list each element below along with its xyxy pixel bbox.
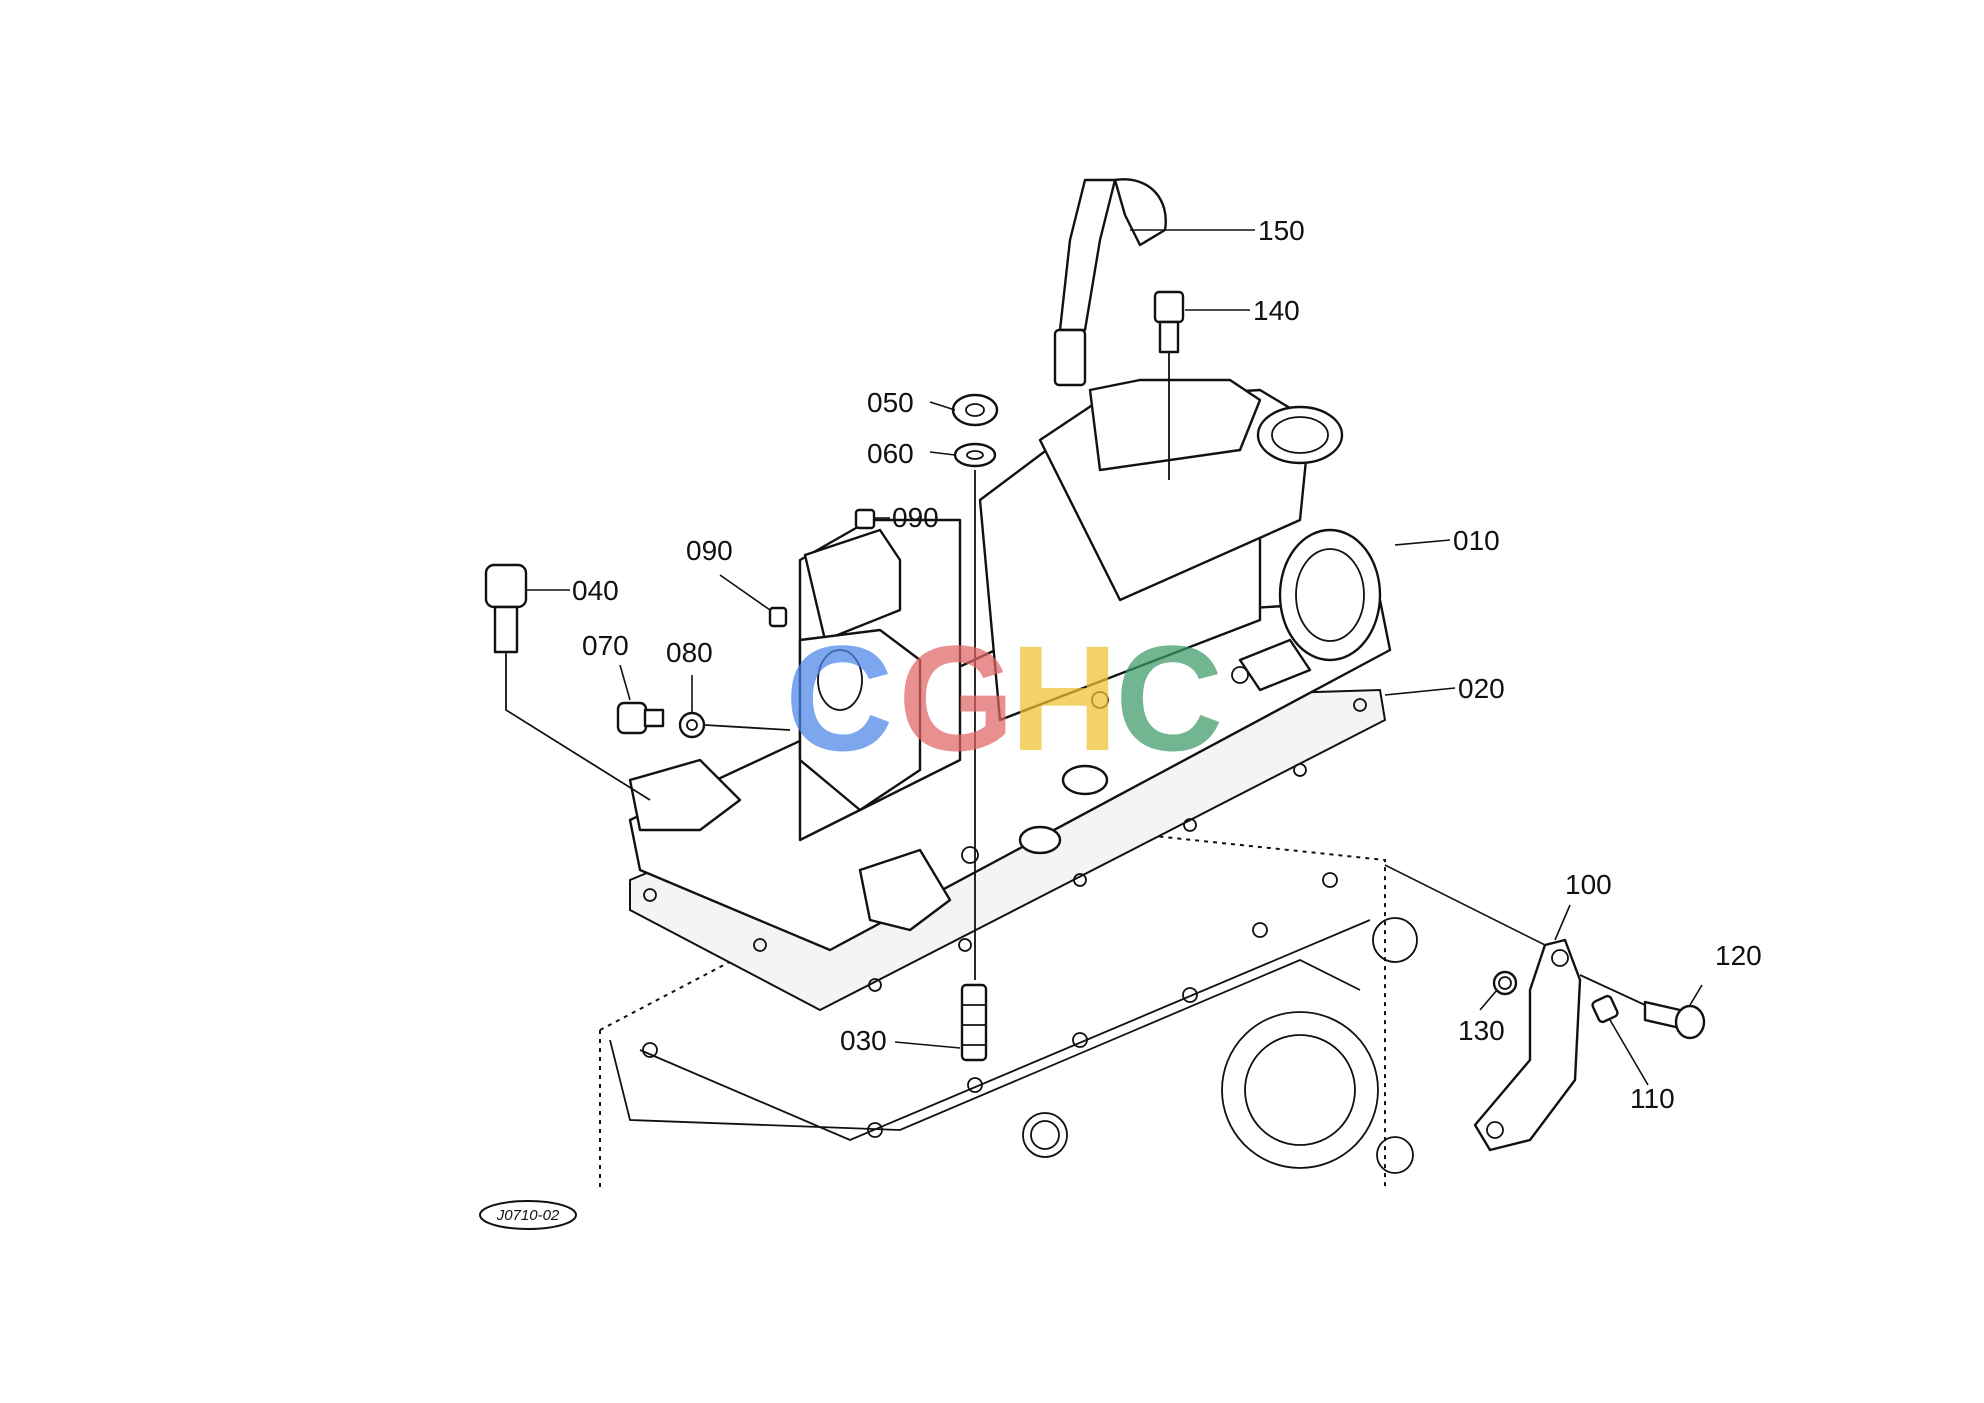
- set-screw-090-lower: [768, 606, 788, 628]
- pipe-150: [1053, 178, 1167, 387]
- watermark-letter-c1: C: [785, 614, 893, 782]
- bracket-100: [1384, 864, 1582, 1152]
- watermark: C G H C: [785, 614, 1223, 782]
- callout-140: 140: [1253, 295, 1300, 326]
- callout-050: 050: [867, 387, 914, 418]
- callout-070: 070: [582, 630, 629, 661]
- bolt-040: [484, 563, 651, 801]
- nut-050: [951, 393, 999, 427]
- callout-060: 060: [867, 438, 914, 469]
- watermark-letter-c2: C: [1115, 614, 1223, 782]
- bolt-120: [1579, 974, 1706, 1040]
- watermark-letter-g: G: [898, 614, 1015, 782]
- figure-id-badge: J0710-02: [479, 1200, 577, 1230]
- callout-040: 040: [572, 575, 619, 606]
- callouts: 150 140 050 060 090 010 090 040 070 080 …: [527, 215, 1762, 1114]
- watermark-letter-h: H: [1010, 614, 1118, 782]
- callout-110: 110: [1630, 1083, 1675, 1114]
- plug-070: [616, 701, 665, 735]
- callout-090-lower: 090: [686, 535, 733, 566]
- callout-030: 030: [840, 1025, 887, 1056]
- fitting-140: [1153, 290, 1185, 480]
- washer-060: [953, 442, 997, 980]
- callout-100: 100: [1565, 869, 1612, 900]
- valve-body-010: [628, 378, 1392, 952]
- callout-020: 020: [1458, 673, 1505, 704]
- washer-080: [678, 711, 791, 739]
- ring-130: [1492, 970, 1518, 996]
- callout-120: 120: [1715, 940, 1762, 971]
- callout-130: 130: [1458, 1015, 1505, 1046]
- screw-110: [1591, 994, 1619, 1024]
- figure-id: J0710-02: [496, 1207, 560, 1224]
- callout-080: 080: [666, 637, 713, 668]
- callout-090-upper: 090: [892, 502, 939, 533]
- callout-010: 010: [1453, 525, 1500, 556]
- callout-150: 150: [1258, 215, 1305, 246]
- set-screw-090-upper: [854, 508, 876, 530]
- stud-030: [960, 983, 988, 1062]
